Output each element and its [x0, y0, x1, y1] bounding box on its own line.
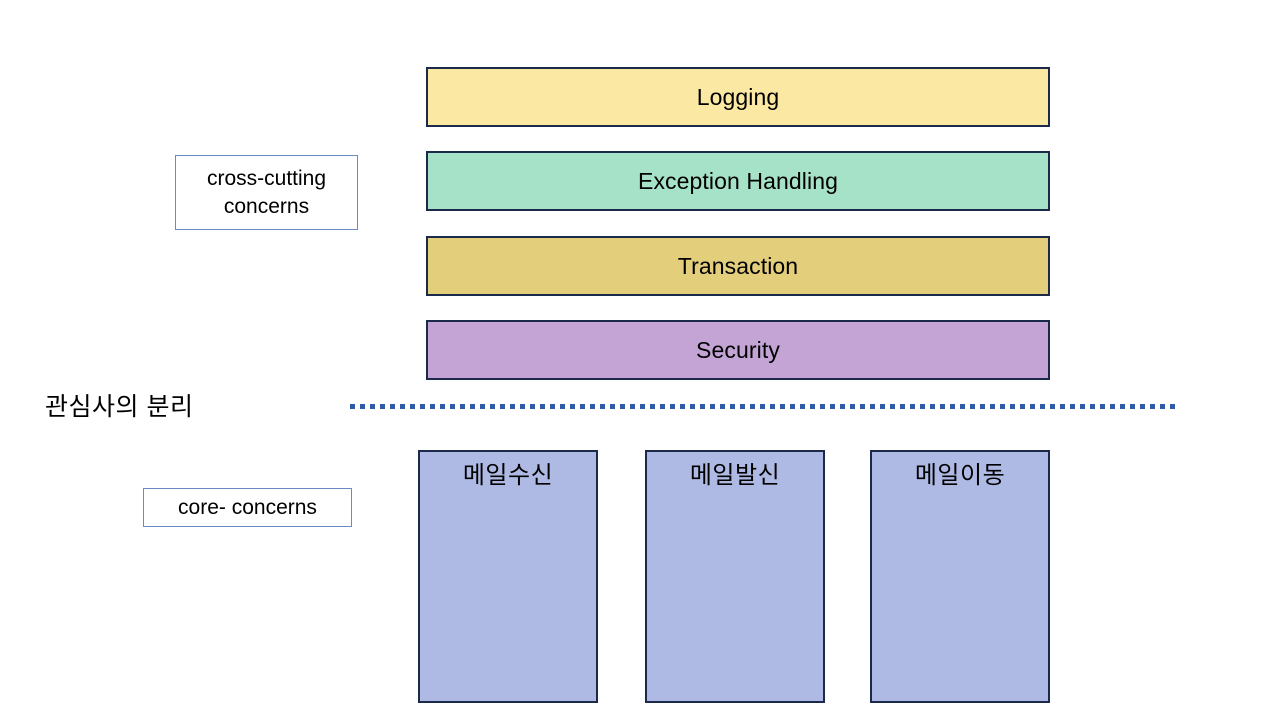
cross-cutting-bar-label: Security — [696, 336, 780, 363]
cross-cutting-bar-label: Logging — [696, 83, 780, 110]
cross-cutting-bar-exception-handling: Exception Handling — [426, 151, 1050, 211]
cross-cutting-bar-label: Transaction — [677, 252, 799, 279]
cross-cutting-bar-logging: Logging — [426, 67, 1050, 127]
core-concern-box-mail-send: 메일발신 — [645, 450, 825, 703]
core-concern-label: 메일수신 — [462, 462, 554, 489]
legend-cross-cutting-concerns: cross-cutting concerns — [175, 155, 358, 230]
core-concern-label: 메일발신 — [689, 462, 781, 489]
legend-cross-cutting-label: cross-cutting concerns — [207, 165, 326, 220]
dotted-divider — [350, 404, 1178, 409]
legend-core-concerns: core- concerns — [143, 488, 352, 527]
legend-cross-cutting-line1: cross-cutting — [206, 166, 327, 190]
core-concern-box-mail-receive: 메일수신 — [418, 450, 598, 703]
cross-cutting-bar-transaction: Transaction — [426, 236, 1050, 296]
legend-core-concerns-label: core- concerns — [178, 496, 317, 519]
legend-cross-cutting-line2: concerns — [223, 194, 310, 218]
core-concern-label: 메일이동 — [914, 462, 1006, 489]
separation-of-concerns-title: 관심사의 분리 — [45, 393, 194, 421]
cross-cutting-bar-label: Exception Handling — [638, 167, 838, 194]
cross-cutting-bar-security: Security — [426, 320, 1050, 380]
core-concern-box-mail-move: 메일이동 — [870, 450, 1050, 703]
